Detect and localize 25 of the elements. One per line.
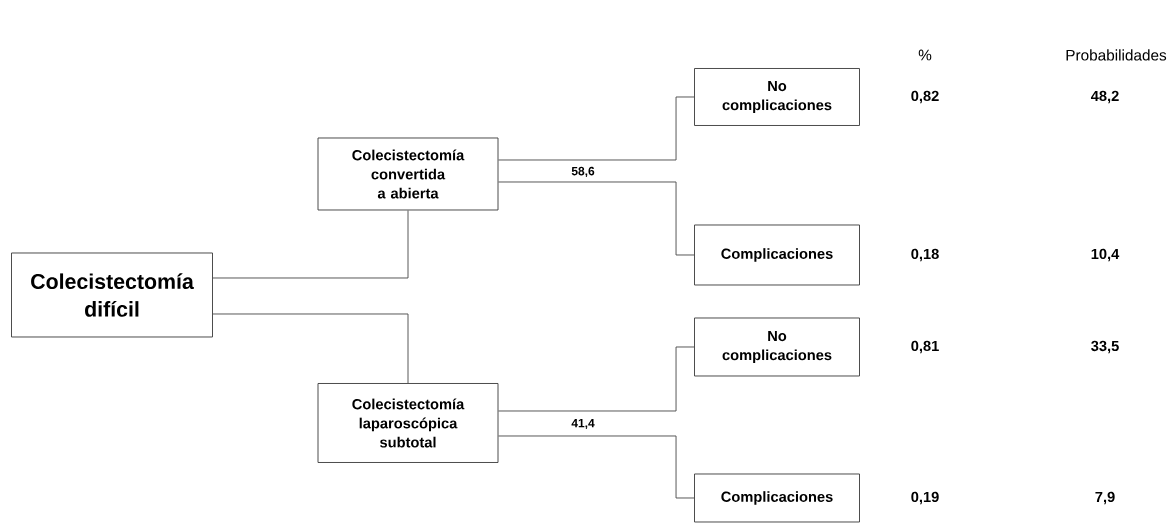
outcome-box: Colecistectomía convertida a abierta: [317, 137, 499, 211]
connector-line: [498, 346, 695, 412]
outcome-box: Colecistectomía laparoscópica subtotal: [317, 383, 499, 463]
column-header: %: [918, 49, 932, 61]
branch-value: 58,6: [571, 166, 595, 178]
root-box: Colecistectomía difícil: [11, 252, 213, 338]
outcome-box: No complicaciones: [694, 317, 860, 377]
outcome-box: Complicaciones: [694, 473, 860, 523]
value-text: 7,9: [1095, 491, 1115, 505]
value-text: 0,18: [911, 248, 939, 262]
connector-line: [498, 435, 695, 499]
value-text: 0,81: [911, 340, 939, 354]
connector-line: [212, 313, 409, 384]
column-header: Probabilidades: [1066, 49, 1167, 61]
value-text: 0,82: [911, 90, 939, 104]
branch-value: 41,4: [571, 418, 595, 430]
value-text: 10,4: [1091, 248, 1120, 262]
value-text: 33,5: [1091, 340, 1119, 354]
value-text: 48,2: [1090, 90, 1119, 104]
value-text: 0,19: [911, 491, 939, 505]
connector-line: [212, 210, 409, 279]
connector-line: [498, 96, 695, 161]
outcome-box: No complicaciones: [694, 68, 860, 126]
connector-line: [498, 181, 695, 256]
outcome-box: Complicaciones: [694, 224, 860, 286]
